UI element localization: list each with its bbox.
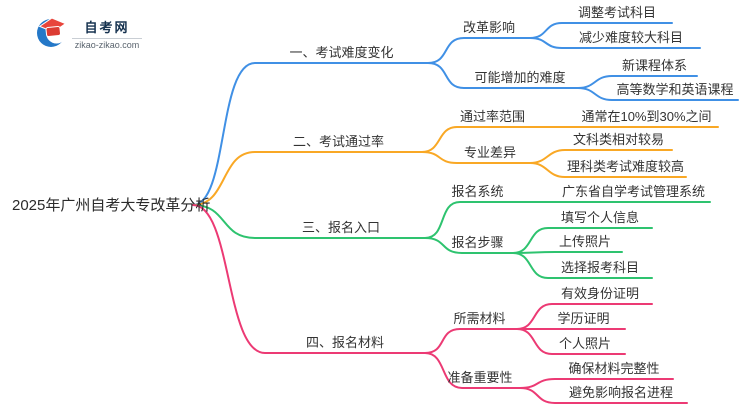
leaf-valid-id: 有效身份证明 bbox=[560, 286, 639, 301]
leaf-select-exam-subjects: 选择报考科目 bbox=[560, 260, 639, 275]
branch-1-lines bbox=[192, 22, 739, 206]
leaf-pass-rate-10-30-percent: 通常在10%到30%之间 bbox=[581, 109, 712, 124]
site-logo: 自考网 zikao-zikao.com bbox=[36, 13, 142, 51]
leaf-science-harder: 理科类考试难度较高 bbox=[566, 159, 684, 174]
branch-3-lines bbox=[192, 201, 711, 279]
node-possible-added-difficulty: 可能增加的难度 bbox=[474, 70, 566, 85]
logo-divider bbox=[72, 38, 142, 39]
leaf-adjust-exam-subjects: 调整考试科目 bbox=[577, 5, 656, 20]
leaf-avoid-registration-delay: 避免影响报名进程 bbox=[568, 385, 673, 400]
leaf-advanced-math-english: 高等数学和英语课程 bbox=[616, 82, 734, 97]
root-topic: 2025年广州自考大专改革分析 bbox=[12, 197, 211, 214]
node-registration-system: 报名系统 bbox=[451, 184, 504, 199]
leaf-new-course-system: 新课程体系 bbox=[621, 58, 687, 73]
branch-4-lines bbox=[192, 204, 688, 404]
leaf-ensure-material-completeness: 确保材料完整性 bbox=[568, 361, 660, 376]
leaf-guangdong-exam-system: 广东省自学考试管理系统 bbox=[561, 184, 705, 199]
leaf-liberal-arts-easier: 文科类相对较易 bbox=[572, 132, 664, 147]
node-pass-rate-range: 通过率范围 bbox=[459, 109, 525, 124]
leaf-reduce-difficult-subjects: 减少难度较大科目 bbox=[578, 30, 683, 45]
node-preparation-importance: 准备重要性 bbox=[447, 370, 513, 385]
branch-4-registration-materials: 四、报名材料 bbox=[305, 335, 384, 350]
node-registration-steps: 报名步骤 bbox=[451, 235, 504, 250]
branch-3-registration-entry: 三、报名入口 bbox=[301, 220, 380, 235]
node-major-differences: 专业差异 bbox=[463, 145, 516, 160]
leaf-upload-photo: 上传照片 bbox=[558, 234, 611, 249]
site-name: 自考网 bbox=[84, 20, 130, 35]
node-required-materials: 所需材料 bbox=[453, 311, 506, 326]
site-url: zikao-zikao.com bbox=[74, 40, 140, 50]
graduation-cap-logo-icon bbox=[37, 17, 67, 47]
branch-2-lines bbox=[192, 126, 719, 206]
leaf-fill-personal-info: 填写个人信息 bbox=[560, 210, 639, 225]
branch-1-exam-difficulty: 一、考试难度变化 bbox=[289, 45, 394, 60]
branch-2-pass-rate: 二、考试通过率 bbox=[292, 134, 384, 149]
site-logo-text: 自考网 zikao-zikao.com bbox=[72, 13, 142, 51]
leaf-personal-photo: 个人照片 bbox=[558, 336, 611, 351]
node-reform-impact: 改革影响 bbox=[462, 20, 515, 35]
leaf-education-certificate: 学历证明 bbox=[557, 311, 610, 326]
